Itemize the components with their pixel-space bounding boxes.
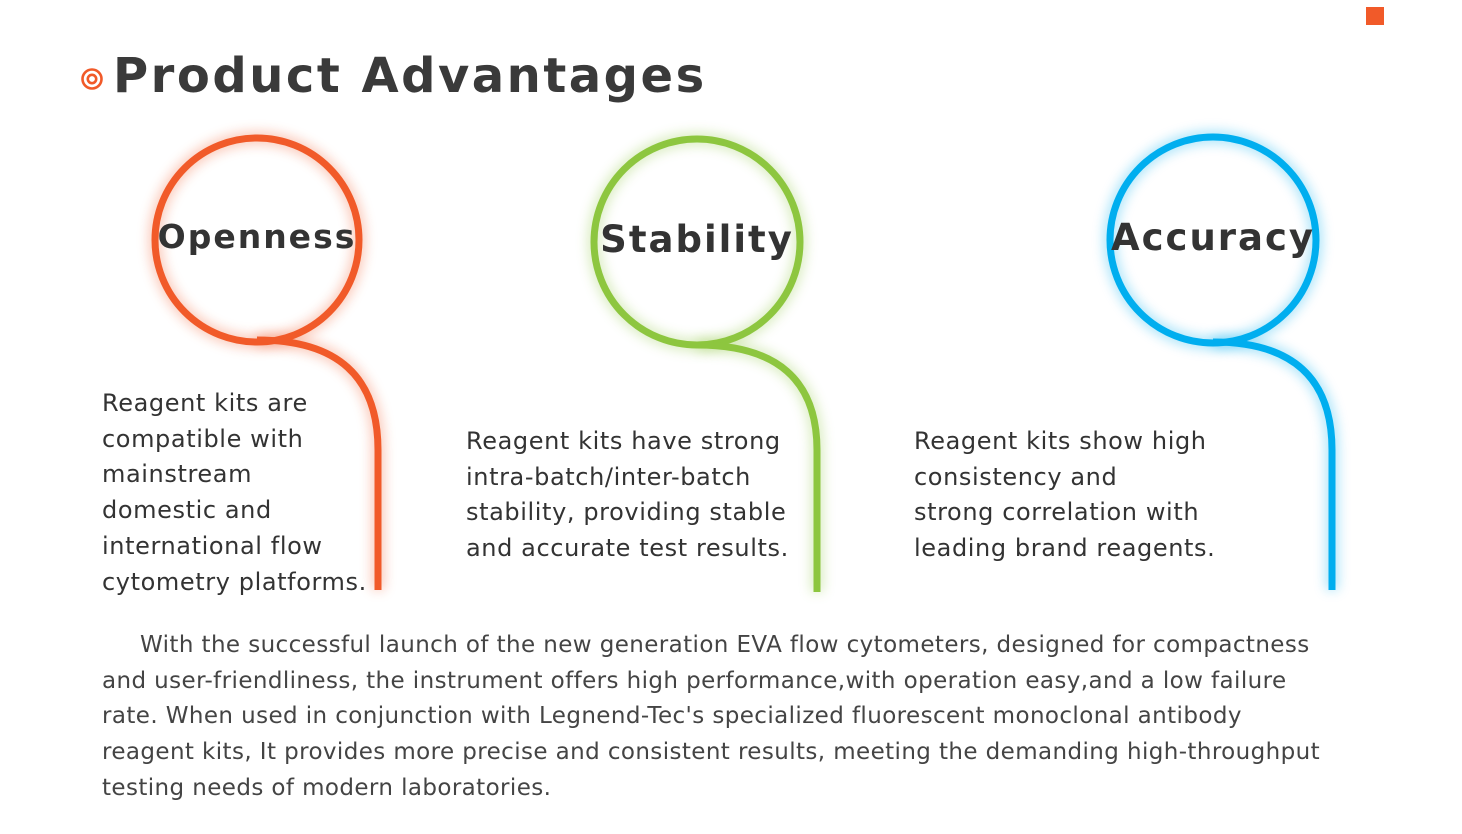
description-line: cytometry platforms. — [102, 567, 367, 596]
openness-label: Openness — [157, 217, 357, 256]
stability-label: Stability — [600, 218, 794, 261]
description-line: Reagent kits are — [102, 389, 308, 417]
description-line: intra-batch/inter-batch — [466, 462, 751, 491]
stability-graphic — [588, 133, 823, 592]
description-line: stability, providing stable — [466, 498, 787, 527]
double-ring-icon — [81, 68, 103, 90]
summary-line: rate. When used in conjunction with Legn… — [102, 703, 1242, 730]
summary-line: With the successful launch of the new ge… — [140, 632, 1310, 658]
page-title: Product Advantages — [113, 48, 707, 104]
description-line: international flow — [102, 531, 323, 560]
summary-paragraph: With the successful launch of the new ge… — [102, 628, 1392, 807]
openness-graphic — [149, 132, 384, 590]
openness-description: Reagent kits are compatible with mainstr… — [102, 386, 367, 600]
description-line: leading brand reagents. — [914, 534, 1216, 563]
description-line: consistency and — [914, 462, 1118, 491]
accuracy-graphic — [1104, 131, 1338, 590]
summary-line: testing needs of modern laboratories. — [102, 774, 552, 801]
description-line: compatible with — [102, 424, 304, 453]
accuracy-description: Reagent kits show high consistency and s… — [914, 424, 1215, 567]
summary-line: and user-friendliness, the instrument of… — [102, 667, 1287, 694]
description-line: mainstream — [102, 460, 253, 489]
stability-tail-line — [696, 341, 821, 592]
corner-accent-square — [1366, 7, 1384, 25]
description-line: strong correlation with — [914, 498, 1200, 527]
accuracy-label: Accuracy — [1110, 216, 1316, 259]
accuracy-tail-line — [1212, 338, 1336, 590]
description-line: Reagent kits show high — [914, 427, 1207, 455]
description-line: and accurate test results. — [466, 534, 789, 563]
openness-tail-line — [256, 336, 382, 590]
description-line: domestic and — [102, 496, 272, 525]
stability-description: Reagent kits have strong intra-batch/int… — [466, 424, 789, 567]
description-line: Reagent kits have strong — [466, 427, 781, 455]
summary-line: reagent kits, It provides more precise a… — [102, 739, 1320, 766]
